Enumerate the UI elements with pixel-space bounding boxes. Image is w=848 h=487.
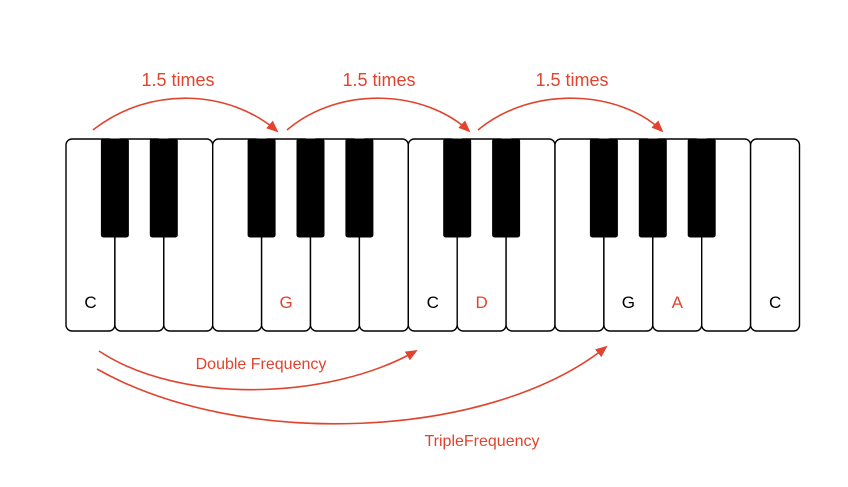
fifth-arrow-g-to-d: [286, 97, 471, 133]
fifth-label-2: 1.5 times: [342, 70, 415, 90]
fifth-label-3: 1.5 times: [535, 70, 608, 90]
key-label-c: C: [769, 293, 781, 312]
black-key: [149, 138, 178, 238]
triple-frequency-arrow: [96, 345, 608, 425]
black-keys: [100, 138, 716, 238]
black-key: [100, 138, 129, 238]
black-key: [638, 138, 667, 238]
double-frequency-label: Double Frequency: [196, 356, 327, 373]
double-frequency-arrow: [98, 350, 418, 391]
fifth-arrow-c-to-g: [92, 97, 279, 133]
key-label-g: G: [622, 293, 635, 312]
black-key: [492, 138, 521, 238]
key-label-a: A: [672, 293, 684, 312]
key-label-g: G: [279, 293, 292, 312]
fifth-arrow-d-to-a: [477, 97, 664, 133]
key-label-c: C: [427, 293, 439, 312]
triple-frequency-label: TripleFrequency: [424, 433, 539, 450]
black-key: [443, 138, 472, 238]
black-key: [345, 138, 374, 238]
black-key: [687, 138, 716, 238]
fifth-interval-arrows: 1.5 times 1.5 times 1.5 times: [92, 70, 664, 133]
harmonic-arrows: Double Frequency TripleFrequency: [96, 345, 608, 450]
key-label-d: D: [475, 293, 487, 312]
white-key: [749, 138, 801, 332]
black-key: [296, 138, 325, 238]
black-key: [247, 138, 276, 238]
black-key: [589, 138, 618, 238]
key-label-c: C: [84, 293, 96, 312]
fifth-label-1: 1.5 times: [141, 70, 214, 90]
